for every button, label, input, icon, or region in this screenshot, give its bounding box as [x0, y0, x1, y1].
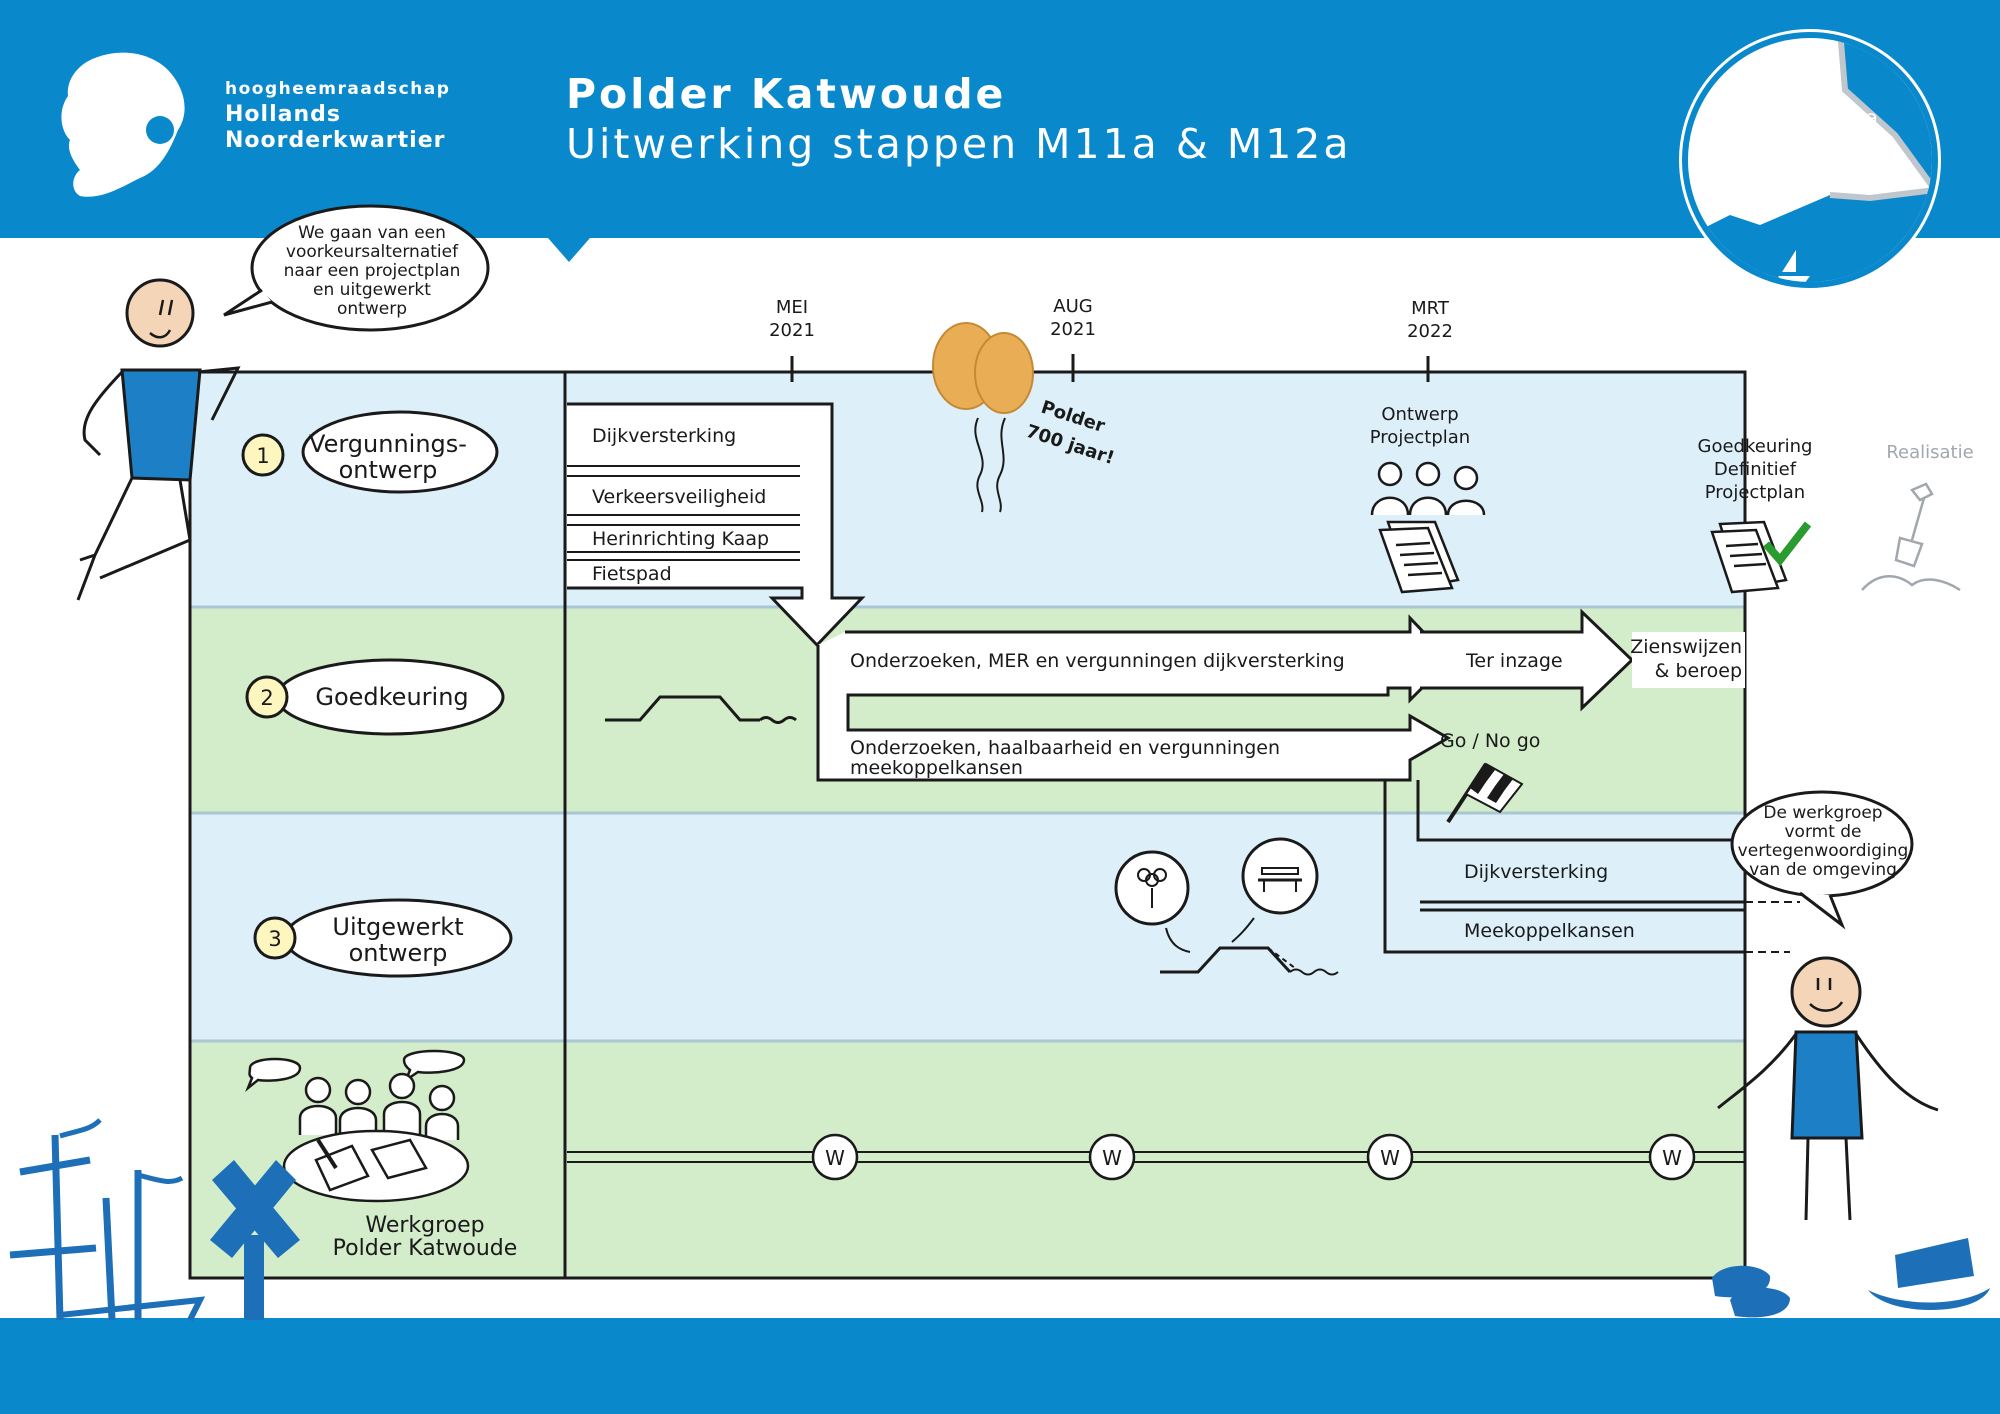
phase-2-number: 2: [260, 686, 273, 710]
meeting-marker-3: W: [1366, 1133, 1414, 1181]
onderzoeken-mer-label: Onderzoeken, MER en vergunningen dijkver…: [850, 650, 1345, 672]
org-line-3: Noorderkwartier: [225, 128, 446, 153]
go-no-go-label: Go / No go: [1440, 730, 1540, 752]
timeline-year-2021-aug: 2021: [1050, 319, 1096, 340]
goedkeuring-label-1: Goedkeuring: [1698, 436, 1813, 457]
timeline-axis: MEI 2021 AUG 2021 MRT 2022: [565, 296, 1745, 382]
step1-item-verkeersveiligheid: Verkeersveiligheid: [592, 486, 766, 508]
workgroup-label-1: Werkgroep: [365, 1213, 484, 1238]
right-speech-line-2: vormt de: [1784, 822, 1861, 842]
timeline-month-aug: AUG: [1053, 296, 1092, 317]
svg-text:W: W: [1662, 1146, 1682, 1170]
lane-phase-1: [190, 372, 1745, 607]
phase3-bracket: Dijkversterking Meekoppelkansen: [1383, 780, 1800, 954]
phase-3-number: 3: [268, 927, 281, 951]
timeline-year-2022: 2022: [1407, 321, 1453, 342]
dike-profile-icon: [605, 695, 797, 724]
phase-3-number-badge: [253, 916, 297, 960]
zienswijzen-box: [1632, 632, 1745, 688]
onderzoeken-haalbaarheid-label-2: meekoppelkansen: [850, 757, 1023, 779]
meeting-marker-1: W: [811, 1133, 859, 1181]
step1-list: Dijkversterking Verkeersveiligheid Herin…: [567, 402, 866, 648]
timeline-month-mei: MEI: [776, 297, 808, 318]
page-title: Polder Katwoude: [566, 70, 1007, 118]
meeting-marker-2: W: [1088, 1133, 1136, 1181]
workgroup-meetings-line: W W W W: [567, 1133, 1745, 1181]
right-speech-bubble: De werkgroep vormt de vertegenwoordiging…: [1730, 790, 1914, 930]
zienswijzen-label-1: Zienswijzen: [1630, 636, 1742, 658]
map-label-12a: 12a: [1744, 193, 1780, 215]
meeting-marker-4: W: [1648, 1133, 1696, 1181]
ontwerp-label-1: Ontwerp: [1381, 404, 1458, 425]
phase-1-number: 1: [256, 444, 269, 468]
phase-3-title-2: ontwerp: [349, 939, 448, 967]
svg-text:W: W: [1102, 1146, 1122, 1170]
workgroup-meeting-icon: [245, 1049, 470, 1203]
page-subtitle: Uitwerking stappen M11a & M12a: [566, 120, 1352, 168]
checkered-flag-icon: [1446, 762, 1524, 824]
left-speech-line-1: We gaan van een: [298, 223, 446, 243]
svg-text:W: W: [1380, 1146, 1400, 1170]
left-speech-line-2: voorkeursalternatief: [286, 242, 459, 262]
step1-item-herinrichting-kaap: Herinrichting Kaap: [592, 528, 769, 550]
realisatie-label: Realisatie: [1886, 442, 1973, 463]
right-speech-line-1: De werkgroep: [1763, 803, 1882, 823]
left-speech-line-5: ontwerp: [337, 299, 407, 319]
header-band: [0, 0, 2000, 238]
zienswijzen-label-2: & beroep: [1655, 660, 1742, 682]
milestone-goedkeuring: Goedkeuring Definitief Projectplan: [1698, 436, 1813, 594]
left-speech-line-3: naar een projectplan: [284, 261, 461, 281]
right-character-illustration: [1717, 956, 1939, 1221]
phase-3-title-1: Uitgewerkt: [332, 913, 463, 941]
workgroup-label-2: Polder Katwoude: [333, 1236, 518, 1261]
goedkeuring-label-2: Definitief: [1714, 459, 1797, 480]
left-speech-bubble: We gaan van een voorkeursalternatief naa…: [223, 204, 490, 332]
phase-2-label: 2 Goedkeuring: [245, 658, 505, 736]
cheese-boat-icon: [1868, 1238, 1990, 1311]
phase-1-title-2: ontwerp: [339, 456, 438, 484]
phase-1-title-1: Vergunnings-: [309, 430, 467, 458]
masts-icon: [9, 1118, 206, 1322]
left-speech-line-4: en uitgewerkt: [313, 280, 431, 300]
phase2-arrows: Onderzoeken, MER en vergunningen dijkver…: [816, 608, 1745, 782]
phase-1-number-badge: [241, 433, 285, 477]
phase-2-number-badge: [245, 675, 289, 719]
phase-2-title: Goedkeuring: [315, 683, 468, 711]
approved-document-icon: [1710, 520, 1812, 594]
footer-band: [0, 1318, 2000, 1414]
milestone-ontwerp: Ontwerp Projectplan: [1370, 404, 1486, 594]
phase-1-label: 1 Vergunnings- ontwerp: [241, 410, 499, 494]
ontwerp-label-2: Projectplan: [1370, 427, 1470, 448]
lion-logo-icon: [61, 52, 185, 197]
step1-item-fietspad: Fietspad: [592, 563, 672, 585]
map-label-11a: 11a: [1842, 107, 1878, 129]
shovel-icon: [1861, 482, 1961, 592]
windmill-icon: [210, 1160, 300, 1320]
right-speech-line-4: van de omgeving: [1749, 860, 1897, 880]
phase3-dijkversterking-label: Dijkversterking: [1464, 861, 1608, 883]
clogs-icon: [1712, 1265, 1790, 1318]
timeline-year-2021-mei: 2021: [769, 320, 815, 341]
phase3-meekoppelkansen-label: Meekoppelkansen: [1464, 920, 1635, 942]
org-line-1: hoogheemraadschap: [225, 79, 451, 99]
phase-3-label: 3 Uitgewerkt ontwerp: [253, 898, 513, 978]
goedkeuring-label-3: Projectplan: [1705, 482, 1805, 503]
svg-text:W: W: [825, 1146, 845, 1170]
org-line-2: Hollands: [225, 102, 341, 127]
people-with-document-icon: [1370, 461, 1486, 594]
onderzoeken-haalbaarheid-label-1: Onderzoeken, haalbaarheid en vergunninge…: [850, 737, 1280, 759]
left-character-illustration: [76, 278, 241, 601]
header-notch: [548, 238, 590, 262]
right-speech-line-3: vertegenwoordiging: [1738, 841, 1909, 861]
step1-item-dijkversterking: Dijkversterking: [592, 425, 736, 447]
timeline-month-mrt: MRT: [1411, 298, 1450, 319]
location-map-icon: 11a 12a: [1679, 29, 1941, 291]
dike-with-options-icon: [1114, 837, 1339, 976]
milestone-realisatie: Realisatie: [1861, 442, 1974, 592]
ter-inzage-label: Ter inzage: [1465, 650, 1563, 672]
organization-name: hoogheemraadschap Hollands Noorderkwarti…: [225, 76, 450, 154]
bench-icon: [1241, 837, 1319, 915]
